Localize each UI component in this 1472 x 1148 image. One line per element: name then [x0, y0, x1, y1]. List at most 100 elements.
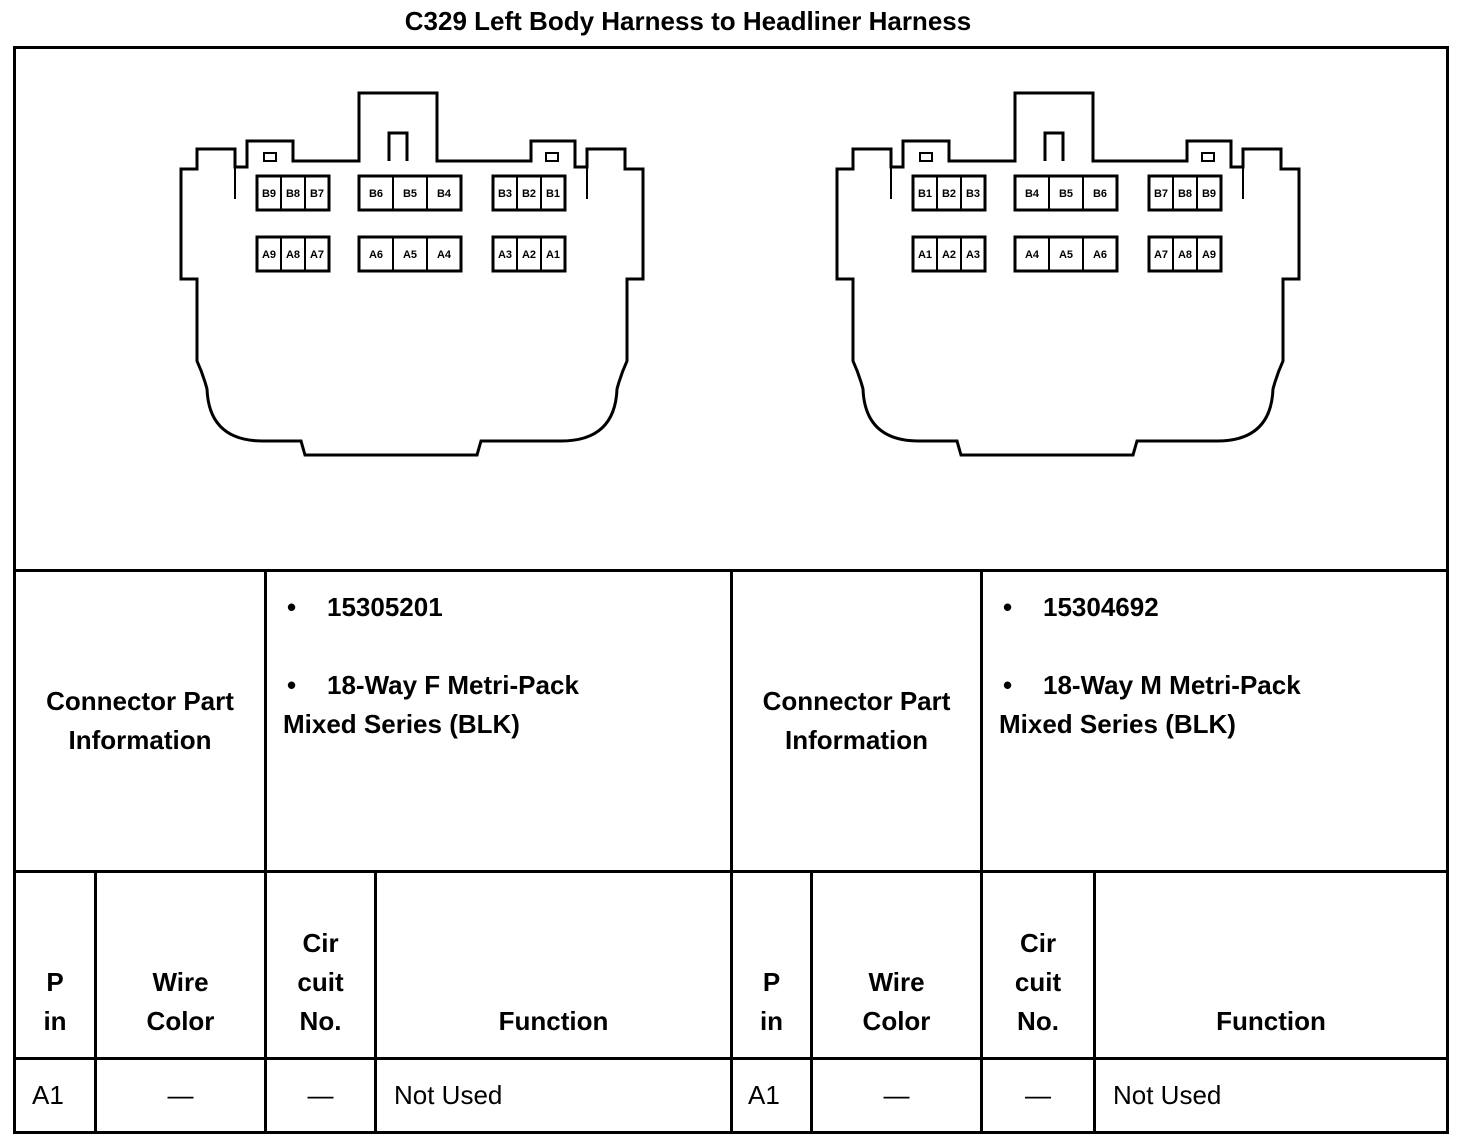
header-text: Cir cuit No.	[1014, 928, 1062, 1036]
header-text: Wire Color	[862, 967, 931, 1036]
pin-label: A7	[1154, 249, 1168, 261]
pin-label: A2	[942, 249, 956, 261]
pin-label: B1	[918, 188, 932, 200]
pin-block	[1013, 235, 1119, 273]
bullet: •	[1003, 670, 1013, 700]
pin-label: A9	[262, 249, 276, 261]
page-title: C329 Left Body Harness to Headliner Harn…	[404, 6, 972, 36]
pin-label: A6	[1093, 249, 1107, 261]
bullet: •	[1003, 592, 1013, 622]
pin-label: B4	[1025, 188, 1040, 200]
divider	[1093, 870, 1096, 1131]
part-description-cont: Mixed Series (BLK)	[999, 709, 1236, 739]
divider	[374, 870, 377, 1131]
pin-block	[255, 174, 331, 212]
pin-label: B5	[1059, 188, 1073, 200]
connector-outline	[179, 91, 645, 457]
header-text: Cir cuit No.	[297, 928, 344, 1036]
pin-label: B4	[437, 188, 452, 200]
pin-block	[491, 174, 567, 212]
pin-block	[1147, 235, 1223, 273]
pin-label: A4	[1025, 249, 1040, 261]
pin-block	[911, 174, 987, 212]
divider	[980, 569, 983, 1131]
pin-label: A5	[1059, 249, 1073, 261]
divider	[264, 569, 267, 1131]
pin-label: A8	[286, 249, 300, 261]
key-square	[545, 152, 559, 162]
key-square	[1201, 152, 1215, 162]
header-text: Function	[498, 1006, 609, 1036]
part-info-label-text: Connector Part Information	[46, 686, 234, 755]
pin-label: B2	[522, 188, 536, 200]
pin-label: A3	[498, 249, 512, 261]
pin-label: A1	[546, 249, 560, 261]
divider	[94, 870, 97, 1131]
pin-label: A4	[437, 249, 452, 261]
latch-notch	[387, 131, 409, 161]
pin-block	[255, 235, 331, 273]
pin-label: B1	[546, 188, 560, 200]
pin-label: B8	[1178, 188, 1192, 200]
header-circuit-left: Cir cuit No.	[267, 873, 374, 1057]
table-row-cell: —	[167, 1080, 194, 1110]
header-text: P in	[759, 967, 784, 1036]
pin-label: A8	[1178, 249, 1192, 261]
pin-block	[357, 174, 463, 212]
pin-label: B2	[942, 188, 956, 200]
pin-label: A9	[1202, 249, 1216, 261]
part-info-right: • 15304692 • 18-Way M Metri-Pack Mixed Ser…	[983, 572, 1446, 870]
table-row-cell: Not Used	[394, 1080, 503, 1110]
table-row-cell: —	[883, 1080, 910, 1110]
header-wire-color-left: Wire Color	[97, 873, 264, 1057]
pin-block	[491, 235, 567, 273]
pin-label: B9	[1202, 188, 1216, 200]
divider	[810, 870, 813, 1131]
key-square	[919, 152, 933, 162]
pin-block	[1147, 174, 1223, 212]
pin-block	[357, 235, 463, 273]
pin-block	[911, 235, 987, 273]
latch-notch	[1043, 131, 1065, 161]
pin-label: B7	[1154, 188, 1168, 200]
part-number: 15305201	[327, 592, 443, 622]
header-function-left: Function	[377, 873, 730, 1057]
key-square	[263, 152, 277, 162]
table-row-cell: A1	[748, 1080, 780, 1110]
part-description: 18-Way M Metri-Pack	[1043, 670, 1301, 700]
part-description-cont: Mixed Series (BLK)	[283, 709, 520, 739]
part-info-left: • 15305201 • 18-Way F Metri-Pack Mixed Ser…	[267, 572, 730, 870]
part-number: 15304692	[1043, 592, 1159, 622]
part-info-label-text: Connector Part Information	[762, 686, 951, 755]
pin-block	[1013, 174, 1119, 212]
table-row-cell: A1	[32, 1080, 64, 1110]
pin-label: B3	[966, 188, 980, 200]
bullet: •	[287, 670, 297, 700]
pin-label: B6	[369, 188, 383, 200]
header-circuit-right: Cir cuit No.	[983, 873, 1093, 1057]
pin-label: A3	[966, 249, 980, 261]
part-info-label-right: Connector Part Information	[733, 572, 980, 870]
pin-label: B7	[310, 188, 324, 200]
header-wire-color-right: Wire Color	[813, 873, 980, 1057]
header-pin-left: P in	[16, 873, 94, 1057]
bullet: •	[287, 592, 297, 622]
table-row-cell: —	[1025, 1080, 1051, 1110]
pin-label: B9	[262, 188, 276, 200]
pin-label: A5	[403, 249, 417, 261]
table-row-cell: —	[307, 1080, 334, 1110]
header-pin-right: P in	[733, 873, 810, 1057]
header-function-right: Function	[1096, 873, 1446, 1057]
pin-label: B5	[403, 188, 417, 200]
table-row-cell: Not Used	[1113, 1080, 1222, 1110]
pin-label: A6	[369, 249, 383, 261]
header-text: Wire Color	[146, 967, 215, 1036]
part-description: 18-Way F Metri-Pack	[327, 670, 579, 700]
pin-label: A2	[522, 249, 536, 261]
pin-label: B8	[286, 188, 300, 200]
divider	[730, 569, 733, 1131]
